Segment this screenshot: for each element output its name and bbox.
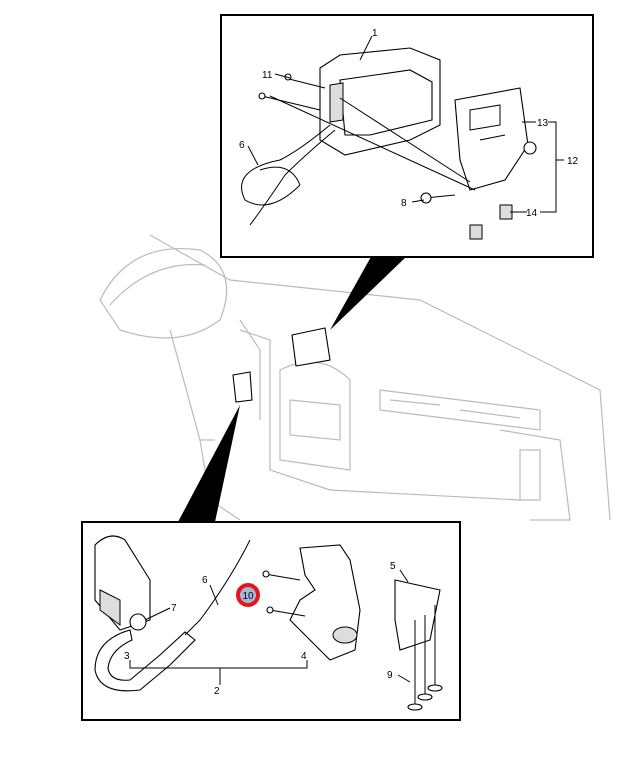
callout-14: 14 xyxy=(526,208,538,219)
callout-7: 7 xyxy=(171,603,177,614)
bottom-callout-pointer xyxy=(178,405,240,522)
callout-3: 3 xyxy=(124,651,130,662)
callout-13: 13 xyxy=(537,118,549,129)
callout-9: 9 xyxy=(387,670,393,681)
callout-2: 2 xyxy=(214,686,220,697)
dashboard-illustration xyxy=(99,234,611,521)
highlighted-callout-10[interactable]: 10 xyxy=(236,583,260,607)
top-callout-pointer xyxy=(330,255,408,330)
callout-1: 1 xyxy=(372,28,378,39)
callout-4: 4 xyxy=(301,651,307,662)
callout-5: 5 xyxy=(390,561,396,572)
callout-6: 6 xyxy=(202,575,208,586)
bottom-inset: 6 7 3 4 2 5 9 10 xyxy=(81,521,461,721)
svg-text:10: 10 xyxy=(242,591,254,602)
callout-6: 6 xyxy=(239,140,245,151)
callout-11: 11 xyxy=(262,70,273,81)
callout-8: 8 xyxy=(401,198,407,209)
top-inset: 1 11 6 13 12 8 14 xyxy=(220,14,594,258)
callout-12: 12 xyxy=(567,156,579,167)
